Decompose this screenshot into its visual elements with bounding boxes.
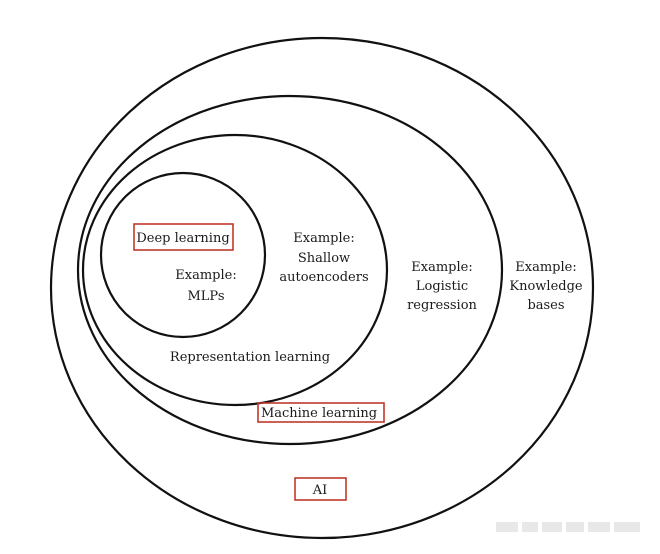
- ai-title-box: [294, 477, 347, 501]
- deep-learning-title: Deep learning: [136, 231, 229, 246]
- machine-learning-ring: [76, 94, 504, 446]
- representation-learning-ring: [81, 133, 389, 407]
- deep-learning-title-box: [133, 223, 234, 251]
- representation-learning-example-line-3: autoencoders: [279, 270, 368, 285]
- machine-learning-title-box: [257, 402, 385, 423]
- ai-example-line-2: Knowledge: [509, 279, 583, 294]
- machine-learning-example-line-3: regression: [407, 298, 477, 313]
- machine-learning-example-line-1: Example:: [411, 260, 472, 275]
- deep-learning-ring: [99, 171, 267, 339]
- representation-learning-example-line-2: Shallow: [298, 251, 350, 266]
- ai-example-line-3: bases: [527, 298, 564, 313]
- representation-learning-title: Representation learning: [170, 350, 330, 365]
- machine-learning-title: Machine learning: [261, 406, 377, 421]
- deep-learning-example-line-1: Example:: [175, 268, 236, 283]
- ai-title: AI: [312, 483, 328, 498]
- blurred-watermark: [496, 522, 640, 532]
- machine-learning-example-line-2: Logistic: [416, 279, 468, 294]
- ai-ring: [49, 36, 595, 540]
- deep-learning-example-line-2: MLPs: [187, 289, 224, 304]
- ai-example-line-1: Example:: [515, 260, 576, 275]
- representation-learning-example-line-1: Example:: [293, 231, 354, 246]
